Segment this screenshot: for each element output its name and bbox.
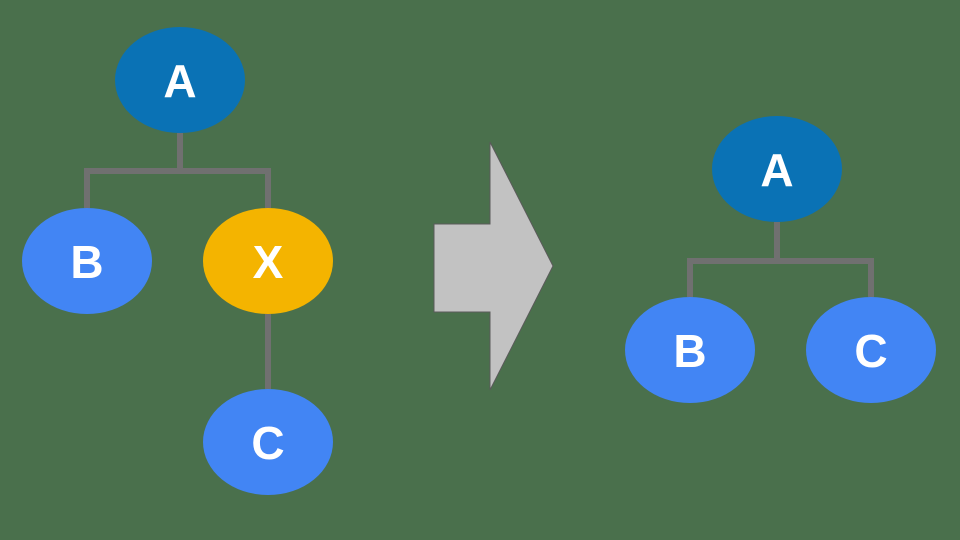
- edge-a-to-b-after: [687, 222, 780, 297]
- node-label-x: X: [253, 236, 284, 288]
- before-node-b[interactable]: B: [22, 208, 152, 314]
- node-shape-c[interactable]: [203, 389, 333, 495]
- node-label-a-after: A: [760, 144, 793, 196]
- edge-a-to-x: [177, 133, 271, 208]
- before-node-x[interactable]: X: [203, 208, 333, 314]
- node-shape-c-after[interactable]: [806, 297, 936, 403]
- transformation-arrow-icon: [433, 141, 554, 391]
- after-node-c[interactable]: C: [806, 297, 936, 403]
- node-shape-a[interactable]: [115, 27, 245, 133]
- before-node-c[interactable]: C: [203, 389, 333, 495]
- before-node-a[interactable]: A: [115, 27, 245, 133]
- node-shape-x[interactable]: [203, 208, 333, 314]
- node-label-b-after: B: [673, 325, 706, 377]
- after-node-b[interactable]: B: [625, 297, 755, 403]
- node-label-c: C: [251, 417, 284, 469]
- before-tree-edges: [84, 133, 271, 389]
- node-label-c-after: C: [854, 325, 887, 377]
- node-shape-b-after[interactable]: [625, 297, 755, 403]
- after-node-a[interactable]: A: [712, 116, 842, 222]
- node-shape-a-after[interactable]: [712, 116, 842, 222]
- node-label-a: A: [163, 55, 196, 107]
- after-tree-edges: [687, 222, 874, 297]
- node-label-b: B: [70, 236, 103, 288]
- node-shape-b[interactable]: [22, 208, 152, 314]
- edge-a-to-c-after: [774, 222, 874, 297]
